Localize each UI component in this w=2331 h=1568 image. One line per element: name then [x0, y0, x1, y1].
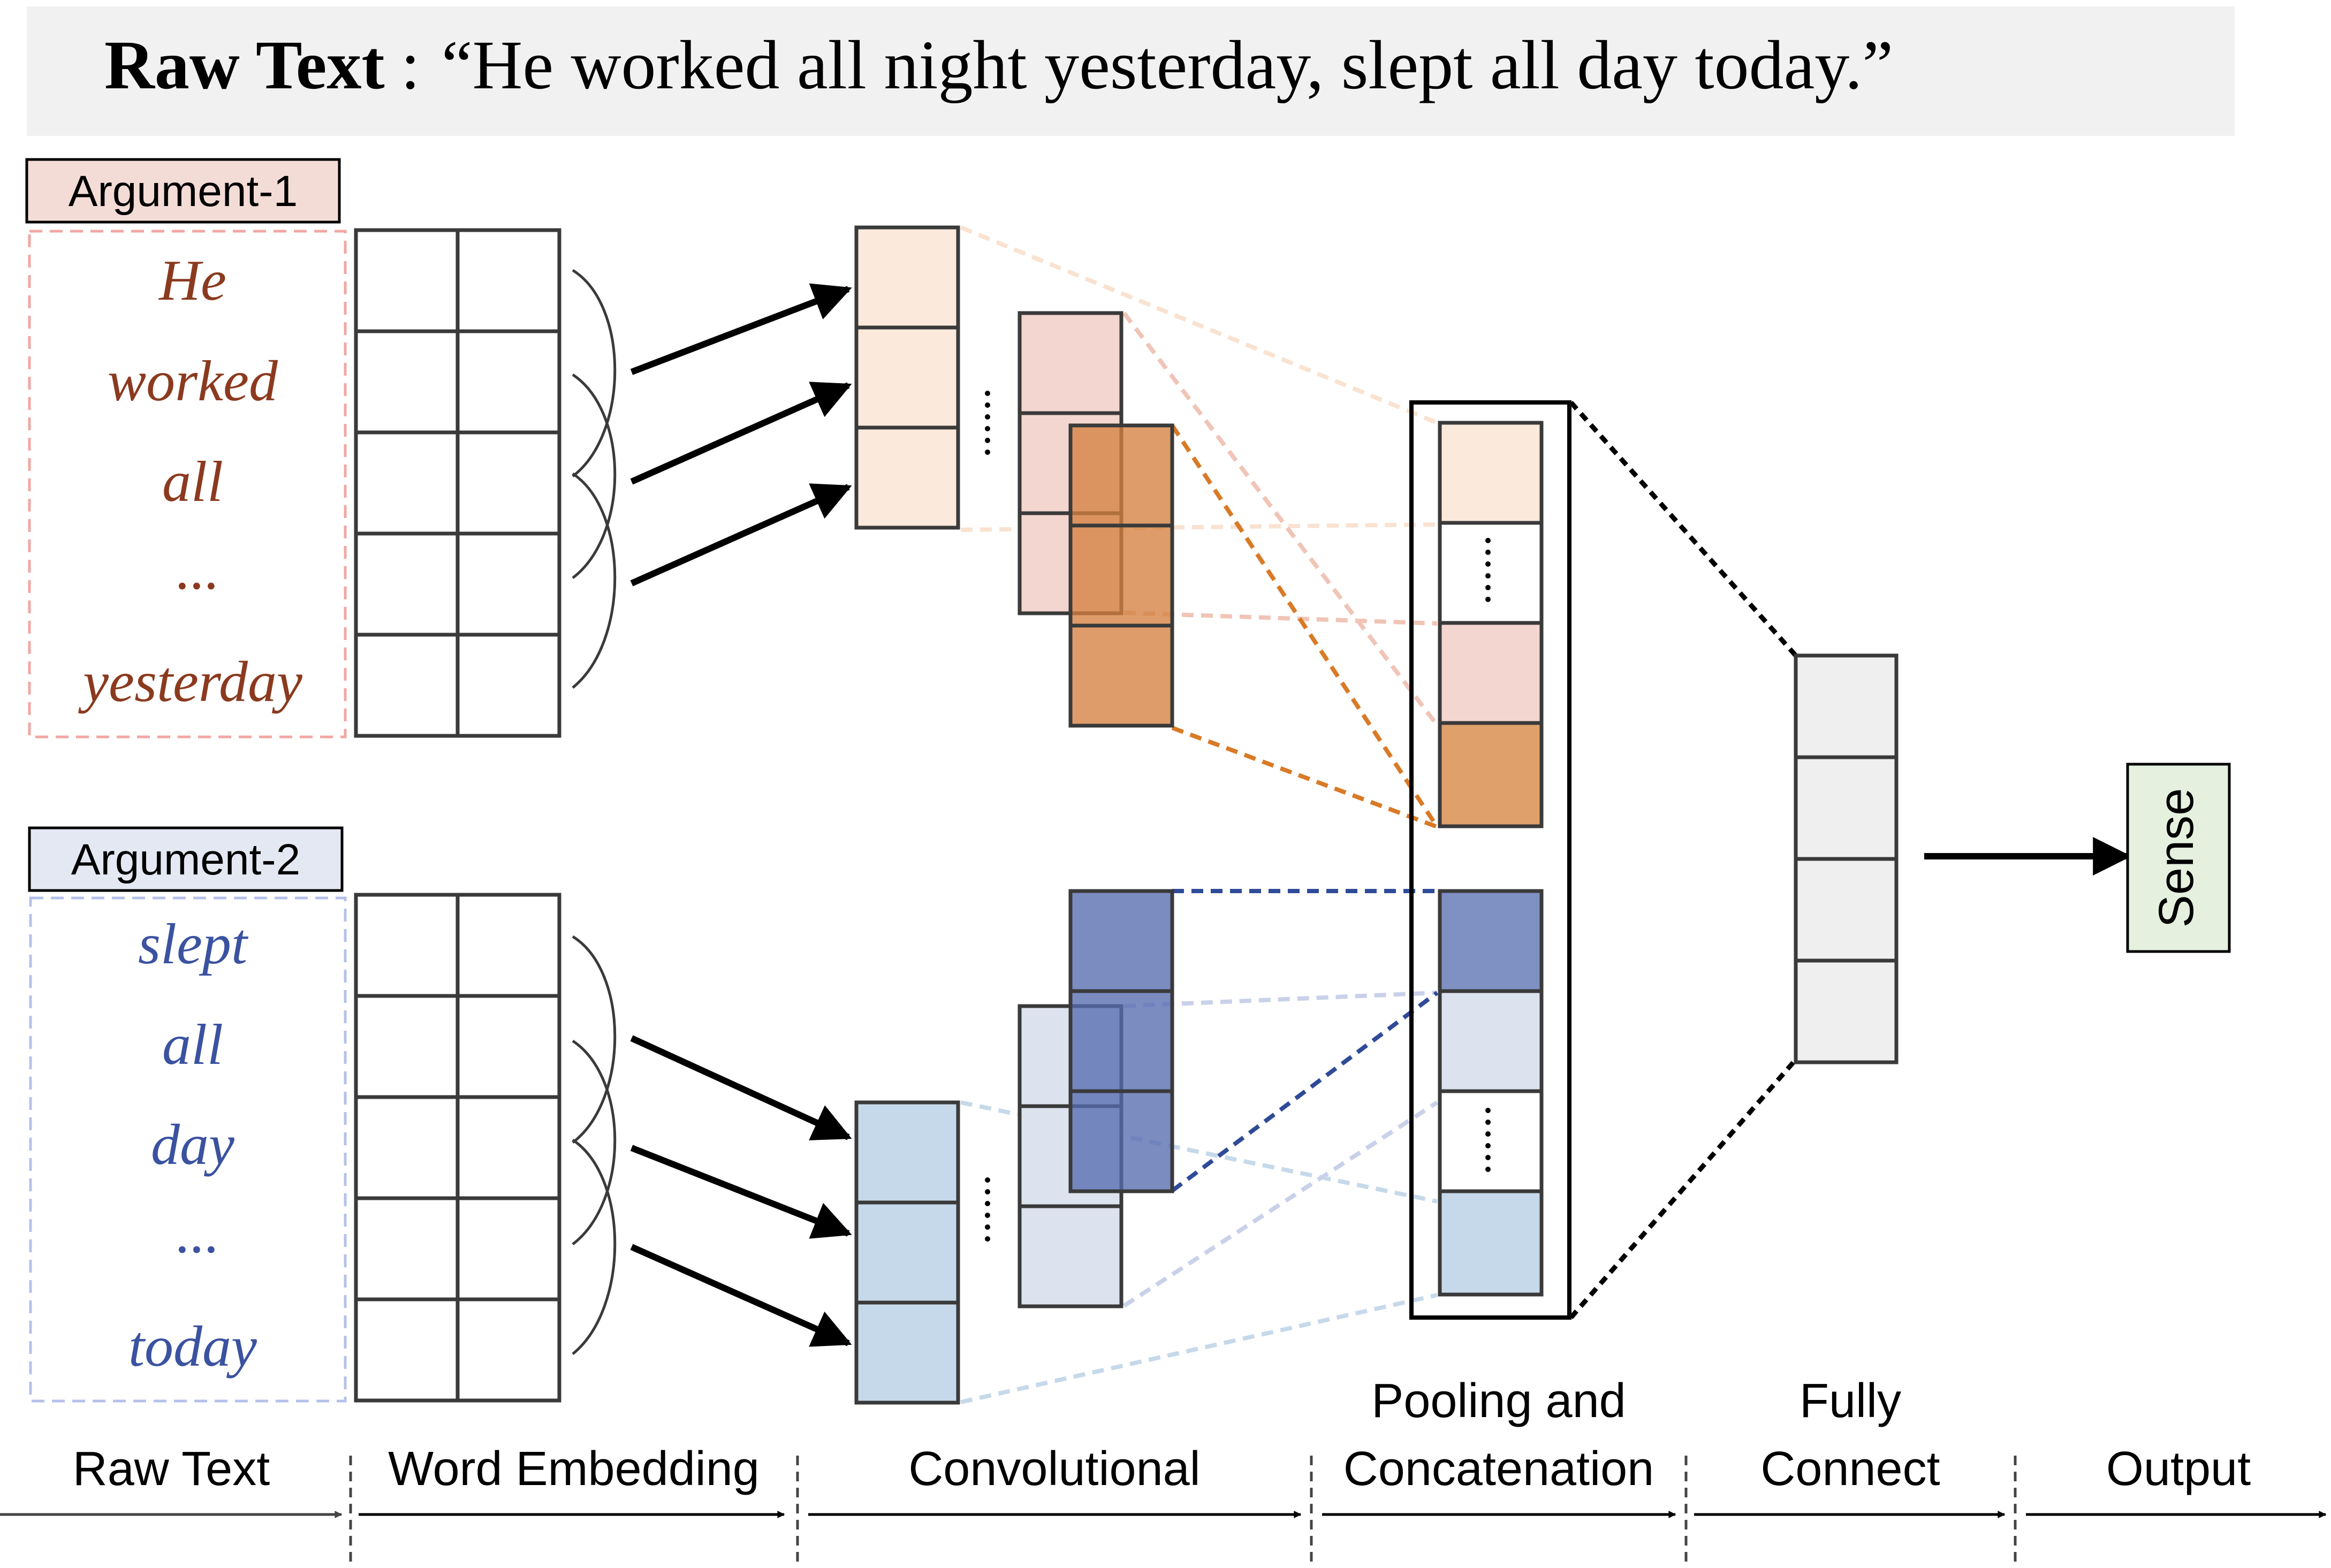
pooled-cell [1438, 889, 1544, 993]
argument-2-word: slept [138, 912, 249, 976]
convolution-arrows [630, 283, 852, 1347]
pooled-cell [1438, 989, 1544, 1093]
sense-label: Sense [2149, 788, 2204, 928]
stage-pooling-line-2: Concatenation [1343, 1442, 1654, 1496]
feature-map-3-bottom [1068, 889, 1174, 1193]
sense-box [2126, 763, 2231, 953]
banner-text: Raw Text: “He worked all night yesterday,… [104, 27, 1893, 104]
argument-1-word: worked [108, 349, 278, 413]
pooled-cell [1438, 721, 1544, 828]
feature-map-ellipsis [985, 391, 990, 1242]
stage-pooling-line-1: Pooling and [1371, 1374, 1626, 1428]
argument-2-tag [28, 826, 344, 892]
argument-2-word: all [162, 1013, 223, 1077]
banner-quote: “He worked all night yesterday, slept al… [442, 27, 1893, 104]
fully-connect-layer [1794, 653, 1899, 1064]
fully-connect-connectors [1569, 401, 1798, 1319]
pooled-vector [1438, 421, 1544, 1297]
stage-fully-line-2: Connect [1760, 1442, 1940, 1496]
argument-1-word: ... [177, 538, 220, 602]
argument-2-label: Argument-2 [71, 835, 300, 884]
stage-labels: Raw Text Word Embedding Convolutional Po… [73, 1374, 2251, 1496]
feature-map-1-bottom [854, 1100, 960, 1405]
stage-output: Output [2106, 1442, 2251, 1496]
stage-axis [0, 1456, 2327, 1568]
banner-background [27, 6, 2235, 136]
stage-word-embedding: Word Embedding [388, 1442, 760, 1496]
argument-2-word-box [29, 896, 347, 1403]
argument-1-word-box [28, 230, 347, 739]
pooled-cell [1438, 621, 1544, 725]
pooled-vector-ellipsis [1485, 538, 1491, 1172]
argument-2-word: day [151, 1113, 234, 1177]
banner-label: Raw Text [104, 27, 385, 104]
argument-1-word: He [158, 249, 226, 313]
pooling-concatenation-frame [1409, 400, 1571, 1320]
argument-1-group: Argument-1 He worked all ... yesterday [25, 158, 347, 739]
stage-convolutional: Convolutional [908, 1442, 1200, 1496]
raw-text-banner: Raw Text: “He worked all night yesterday,… [27, 6, 2235, 136]
stage-fully-line-1: Fully [1799, 1374, 1901, 1428]
word-embedding-grid-2 [354, 893, 561, 1403]
feature-map-3-top [1068, 423, 1174, 728]
argument-1-word: yesterday [78, 650, 302, 714]
argument-1-label: Argument-1 [69, 167, 298, 216]
argument-2-group: Argument-2 slept all day ... today [28, 826, 347, 1403]
pooled-cell [1438, 521, 1544, 625]
convolution-window-arcs [572, 269, 617, 1355]
argument-2-word: ... [177, 1201, 220, 1265]
pooled-cell [1438, 1089, 1544, 1193]
banner-colon: : [401, 27, 420, 104]
pooled-cell [1438, 421, 1544, 525]
word-embedding-grid-1 [354, 228, 561, 738]
argument-1-word: all [162, 450, 223, 514]
feature-map-1-top [854, 225, 960, 530]
argument-2-word: today [128, 1315, 257, 1379]
argument-1-tag [25, 158, 341, 224]
pooled-cell [1438, 1189, 1544, 1297]
stage-raw-text: Raw Text [73, 1442, 270, 1496]
